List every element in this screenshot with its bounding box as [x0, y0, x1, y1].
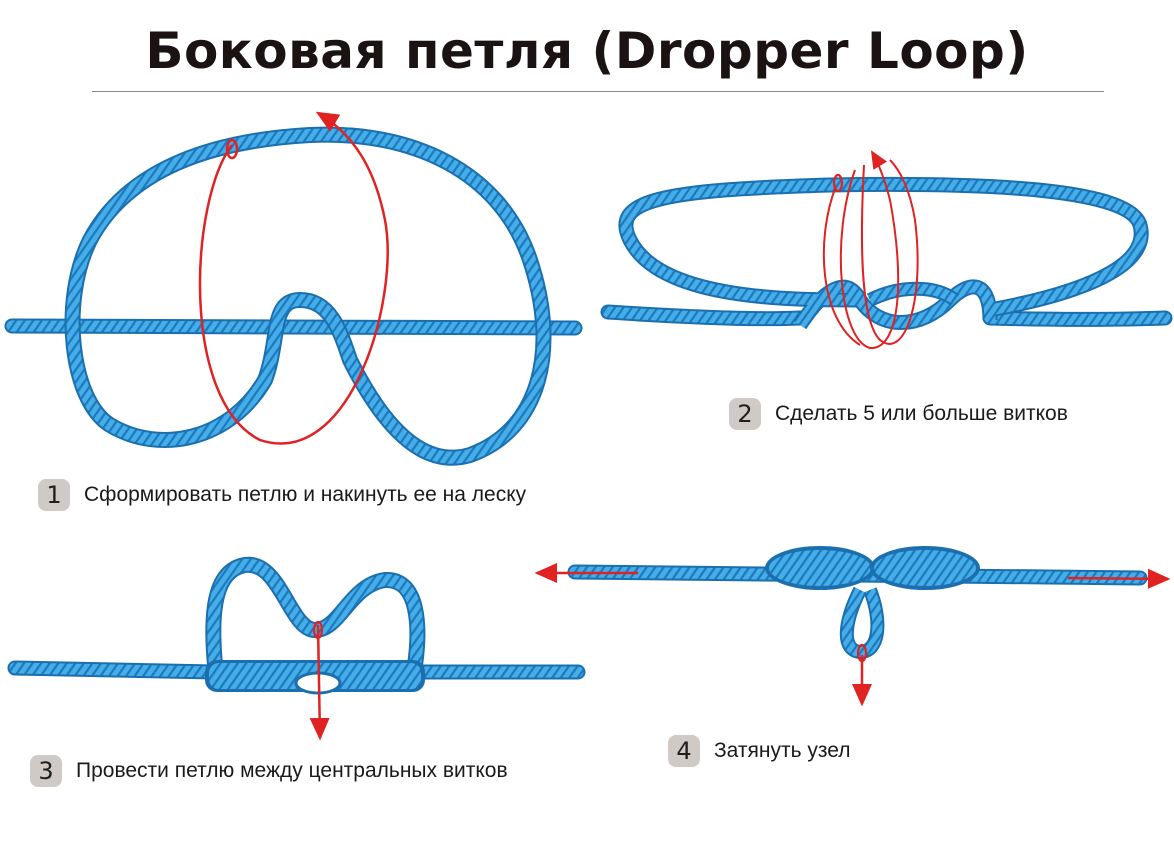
step-2-diagram	[600, 150, 1173, 350]
step-1-caption: Сформировать петлю и накинуть ее на леск…	[84, 483, 527, 506]
step-3-wraps	[205, 660, 425, 695]
step-1-label: 1 Сформировать петлю и накинуть ее на ле…	[38, 479, 526, 511]
step-3-loop	[205, 556, 426, 667]
title-divider	[92, 91, 1104, 92]
step-4-caption: Затянуть узел	[714, 739, 851, 762]
step-2-wrap-arrows	[822, 150, 919, 350]
step-3-label: 3 Провести петлю между центральных витко…	[30, 755, 508, 787]
step-4-label: 4 Затянуть узел	[668, 735, 851, 767]
step-3-number-badge: 3	[30, 755, 62, 787]
step-4-number-badge: 4	[668, 735, 700, 767]
step-3-diagram	[7, 556, 586, 741]
step-1-line	[4, 318, 583, 336]
page-title: Боковая петля (Dropper Loop)	[145, 22, 1029, 80]
step-4-diagram	[534, 546, 1171, 707]
step-2-line	[600, 304, 1173, 327]
step-1-path-arrow	[198, 111, 389, 445]
step-2-loop	[618, 176, 1149, 330]
step-3-caption: Провести петлю между центральных витков	[76, 759, 508, 782]
step-3-pull-arrow	[309, 620, 330, 741]
step-3-line	[7, 660, 586, 680]
step-4-knot	[765, 546, 980, 660]
step-1-diagram	[4, 111, 583, 466]
step-2-caption: Сделать 5 или больше витков	[775, 402, 1068, 425]
step-2-label: 2 Сделать 5 или больше витков	[729, 398, 1068, 430]
step-1-number-badge: 1	[38, 479, 70, 511]
step-1-loop	[64, 126, 552, 466]
step-2-number-badge: 2	[729, 398, 761, 430]
step-4-pull-arrows	[534, 563, 1171, 707]
